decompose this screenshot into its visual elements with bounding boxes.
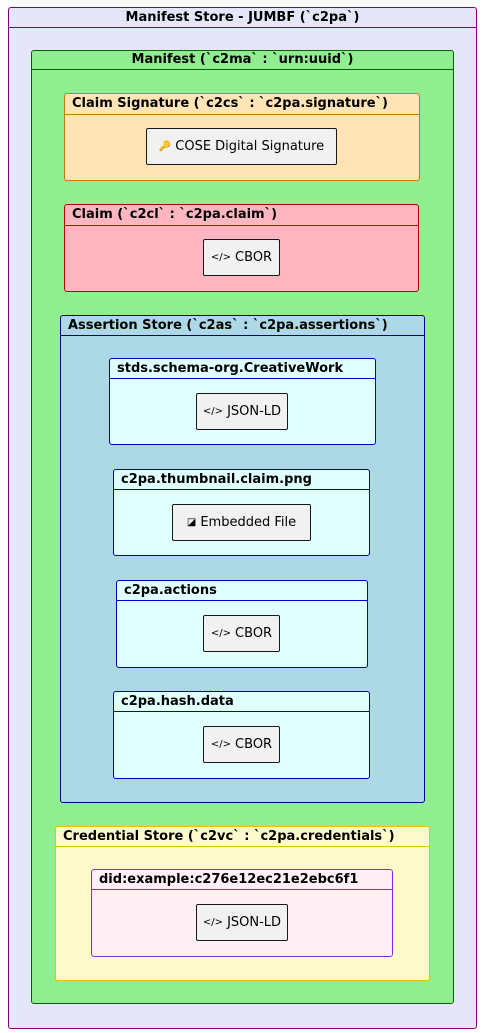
claim-signature-title: Claim Signature (`c2cs` : `c2pa.signatur… <box>65 94 419 115</box>
creativework-jsonld-label: JSON-LD <box>227 404 282 419</box>
manifest-title: Manifest (`c2ma` : `urn:uuid`) <box>32 51 453 70</box>
actions-cbor-label: CBOR <box>235 626 273 641</box>
assertion-creativework-title: stds.schema-org.CreativeWork <box>110 359 375 379</box>
cose-signature-node: 🔑 COSE Digital Signature <box>146 128 337 165</box>
manifest-store-title: Manifest Store - JUMBF (`c2pa`) <box>9 8 476 28</box>
key-icon: 🔑 <box>158 141 172 152</box>
hash-cbor-label: CBOR <box>235 737 273 752</box>
code-icon: </> <box>210 628 232 639</box>
claim-signature-box: Claim Signature (`c2cs` : `c2pa.signatur… <box>64 93 420 181</box>
assertion-hash-title: c2pa.hash.data <box>114 692 369 712</box>
code-icon: </> <box>210 252 232 263</box>
credential-store-title: Credential Store (`c2vc` : `c2pa.credent… <box>56 827 429 847</box>
code-icon: </> <box>210 739 232 750</box>
credential-jsonld-label: JSON-LD <box>227 915 282 930</box>
claim-cbor-node: </> CBOR <box>203 239 280 276</box>
credential-did-title: did:example:c276e12ec21e2ebc6f1 <box>92 870 392 890</box>
assertion-store-title: Assertion Store (`c2as` : `c2pa.assertio… <box>61 316 424 336</box>
embedded-file-label: Embedded File <box>200 515 297 530</box>
assertion-actions-title: c2pa.actions <box>117 581 367 601</box>
cose-signature-label: COSE Digital Signature <box>175 139 325 154</box>
image-icon: ◪ <box>186 517 197 528</box>
hash-cbor-node: </> CBOR <box>203 726 280 763</box>
credential-jsonld-node: </> JSON-LD <box>196 904 288 941</box>
assertion-thumbnail-title: c2pa.thumbnail.claim.png <box>114 470 369 490</box>
creativework-jsonld-node: </> JSON-LD <box>196 393 288 430</box>
thumbnail-embedded-file-node: ◪ Embedded File <box>172 504 311 541</box>
actions-cbor-node: </> CBOR <box>203 615 280 652</box>
code-icon: </> <box>202 917 224 928</box>
code-icon: </> <box>202 406 224 417</box>
claim-title: Claim (`c2cl` : `c2pa.claim`) <box>65 205 418 226</box>
claim-cbor-label: CBOR <box>235 250 273 265</box>
